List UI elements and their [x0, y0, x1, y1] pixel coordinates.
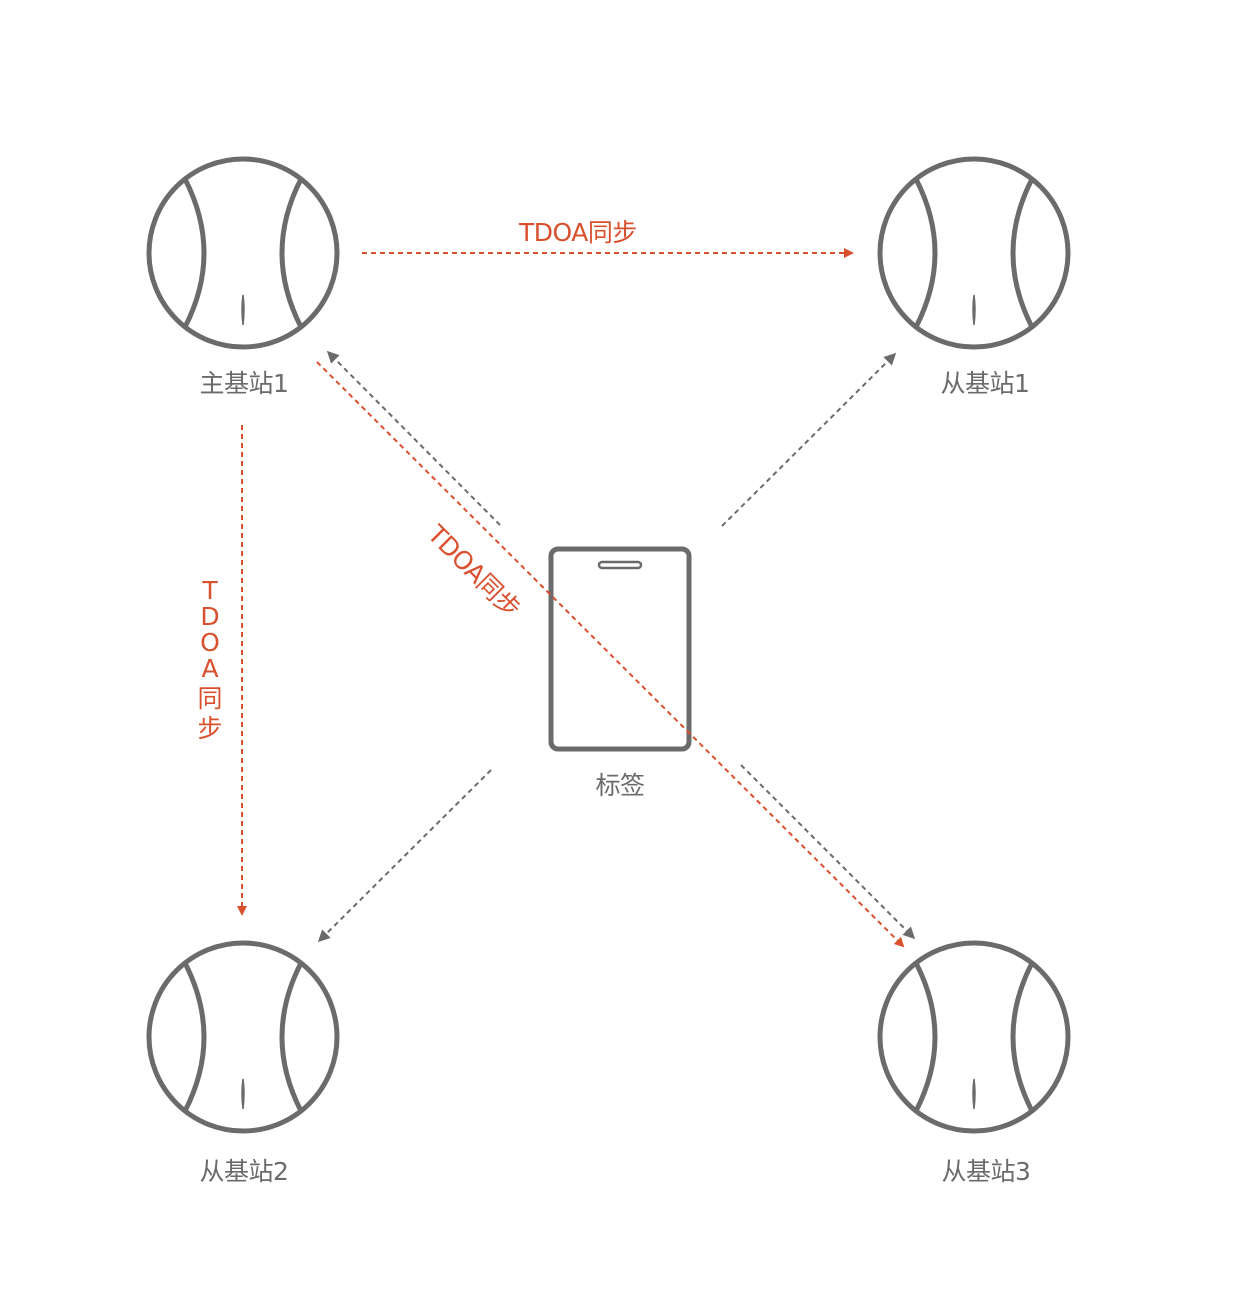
slave-station-3-label: 从基站3: [941, 1157, 1031, 1186]
slave-station-2-label: 从基站2: [199, 1157, 289, 1186]
sync-label-top: TDOA同步: [519, 218, 637, 247]
sync-vertical-char: 步: [197, 714, 223, 743]
slave-station-2-icon: [149, 943, 337, 1131]
slave-station-1-label: 从基站1: [940, 369, 1030, 398]
sync-vertical-char: A: [201, 654, 219, 683]
tag-card-icon: [548, 546, 692, 752]
sync-vertical-char: T: [202, 576, 218, 605]
slave-station-1-icon: [880, 159, 1068, 347]
signal-arrow-tag-to-slave1: [721, 352, 897, 527]
signal-arrow-tag-to-master1: [326, 350, 501, 526]
slave-station-3-icon: [880, 943, 1068, 1131]
sync-label-vertical: T D O A 同 步: [195, 578, 225, 742]
tag-label: 标签: [595, 771, 645, 800]
sync-vertical-char: O: [200, 628, 220, 657]
sync-vertical-char: 同: [197, 684, 223, 713]
signal-arrow-tag-to-slave3: [740, 764, 916, 940]
sync-vertical-char: D: [200, 602, 220, 631]
signal-arrow-tag-to-slave2: [317, 769, 492, 943]
sync-arrow-master-to-slave3: [316, 361, 905, 948]
master-station-1-label: 主基站1: [199, 369, 289, 398]
master-station-1-icon: [149, 159, 337, 347]
